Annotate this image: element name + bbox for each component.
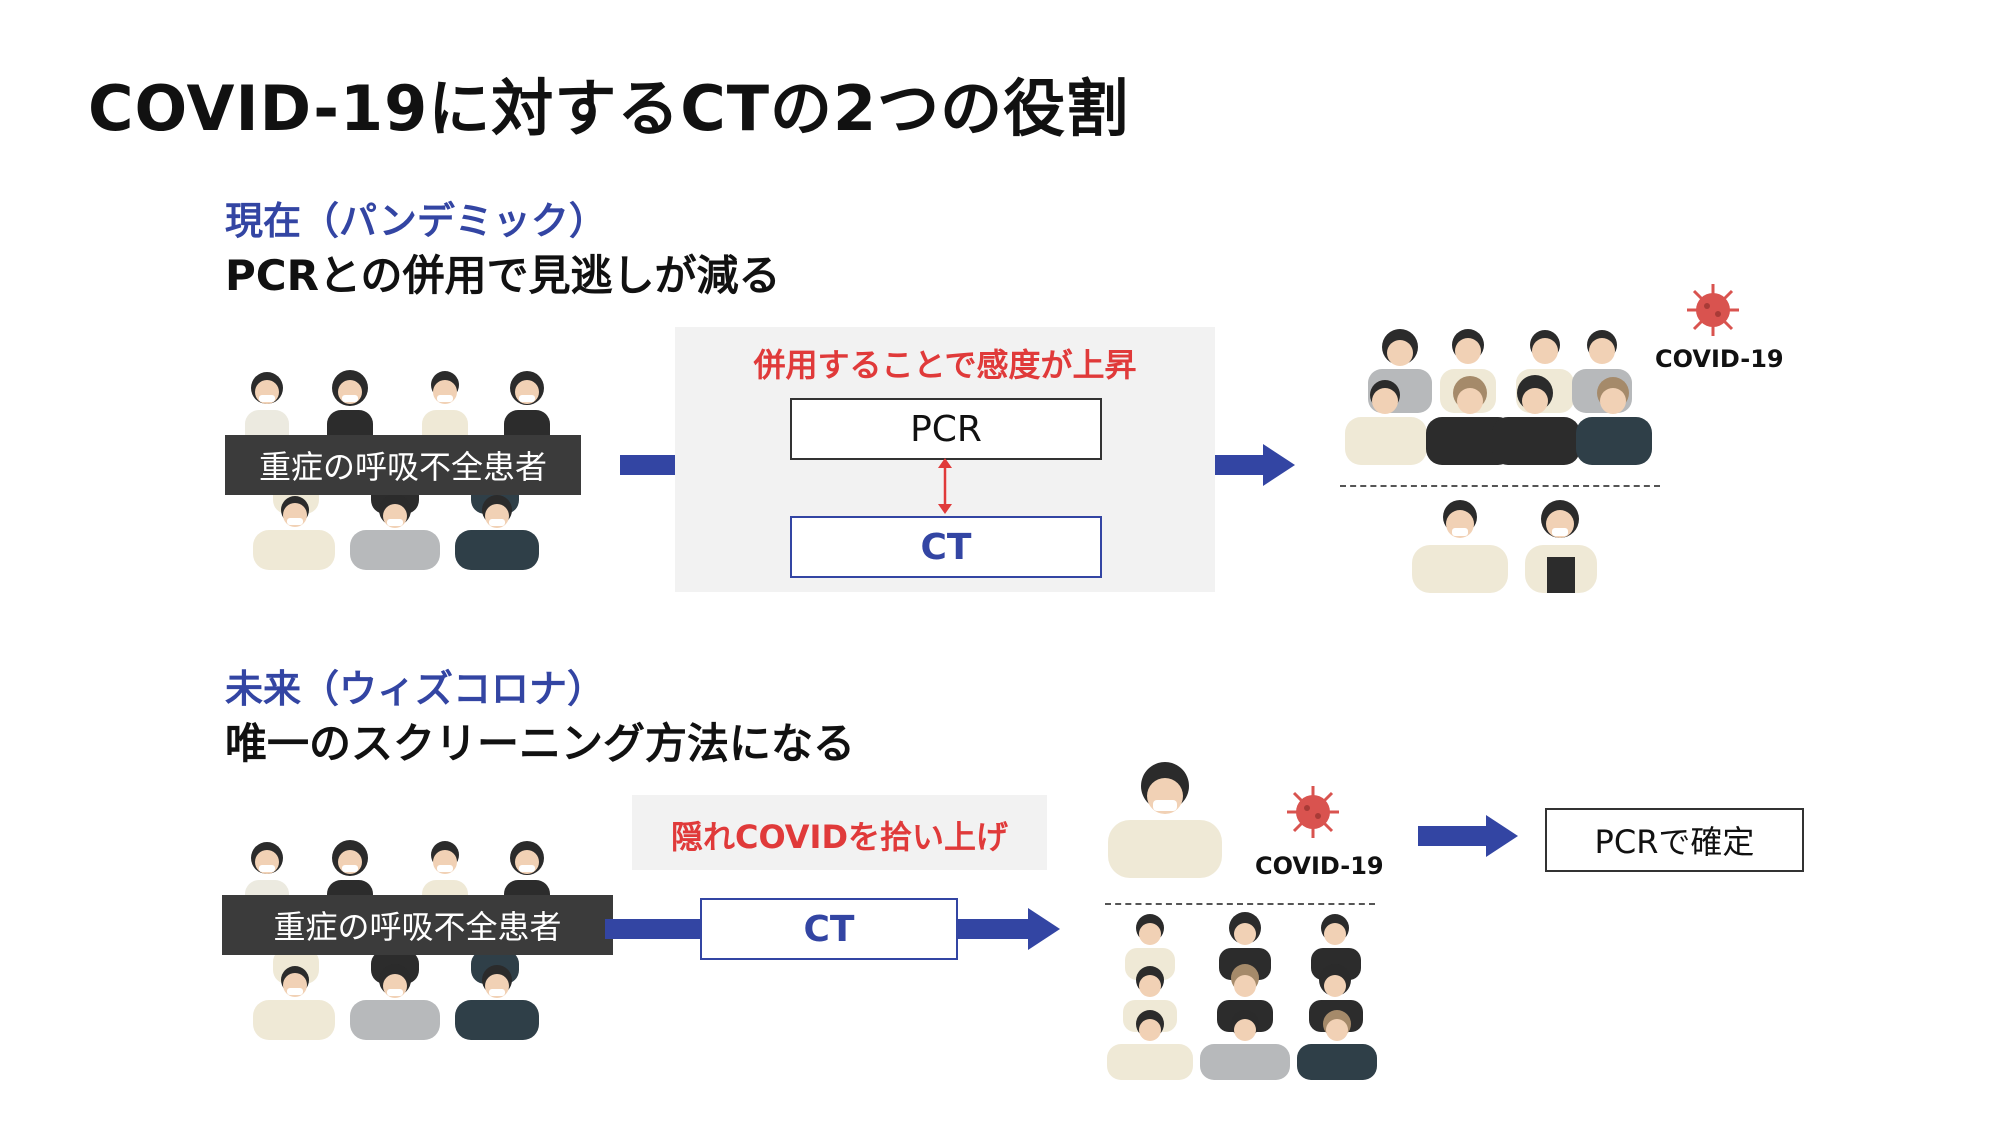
negative-group-present bbox=[1412, 500, 1597, 593]
divider-future bbox=[1105, 903, 1375, 905]
person-icon bbox=[350, 964, 440, 1040]
negative-group-future bbox=[1107, 912, 1377, 1080]
caption-panel-future bbox=[632, 795, 1047, 870]
arrow-right-icon bbox=[605, 919, 701, 939]
arrow-right-icon bbox=[1215, 444, 1295, 486]
virus-icon bbox=[1287, 786, 1339, 838]
divider-present bbox=[1340, 485, 1660, 487]
person-icon bbox=[1492, 375, 1580, 465]
page-title: COVID-19に対するCTの2つの役割 bbox=[88, 72, 1130, 145]
arrow-right-icon bbox=[956, 908, 1060, 950]
pcr-box: PCR bbox=[790, 398, 1102, 460]
arrow-right-icon bbox=[620, 455, 675, 475]
arrow-right-icon bbox=[1418, 815, 1518, 857]
panel-caption-future: 隠れCOVIDを拾い上げ bbox=[670, 818, 1009, 856]
present-section-heading: PCRとの併用で見逃しが減る bbox=[225, 251, 781, 300]
present-section-label: 現在（パンデミック） bbox=[225, 199, 607, 243]
panel-caption-present: 併用することで感度が上昇 bbox=[753, 346, 1137, 384]
positive-group-present bbox=[1345, 329, 1652, 465]
person-icon bbox=[1108, 762, 1222, 878]
person-icon bbox=[1297, 1010, 1377, 1080]
person-icon bbox=[1200, 1010, 1290, 1080]
future-section-heading: 唯一のスクリーニング方法になる bbox=[225, 719, 856, 768]
person-icon bbox=[1576, 377, 1652, 465]
person-icon bbox=[1107, 1010, 1193, 1080]
crowd-label-present: 重症の呼吸不全患者 bbox=[225, 435, 581, 495]
person-icon bbox=[350, 494, 440, 570]
virus-icon bbox=[1687, 284, 1739, 336]
ct-box-present: CT bbox=[790, 516, 1102, 578]
ct-box-future: CT bbox=[700, 898, 958, 960]
person-icon bbox=[1125, 914, 1175, 980]
virus-label-present: COVID-19 bbox=[1655, 345, 1784, 373]
person-icon bbox=[1426, 376, 1514, 465]
positive-person-future bbox=[1108, 762, 1222, 878]
person-icon bbox=[1412, 500, 1508, 593]
pcr-confirm-box: PCRで確定 bbox=[1545, 808, 1804, 872]
person-icon bbox=[455, 965, 539, 1040]
virus-label-future: COVID-19 bbox=[1255, 852, 1384, 880]
person-icon bbox=[1525, 500, 1597, 593]
person-icon bbox=[253, 496, 335, 570]
future-section-label: 未来（ウィズコロナ） bbox=[225, 667, 606, 711]
double-arrow-icon bbox=[938, 458, 952, 514]
person-icon bbox=[253, 966, 335, 1040]
person-icon bbox=[455, 495, 539, 570]
person-icon bbox=[1345, 380, 1427, 465]
crowd-label-future: 重症の呼吸不全患者 bbox=[222, 895, 613, 955]
